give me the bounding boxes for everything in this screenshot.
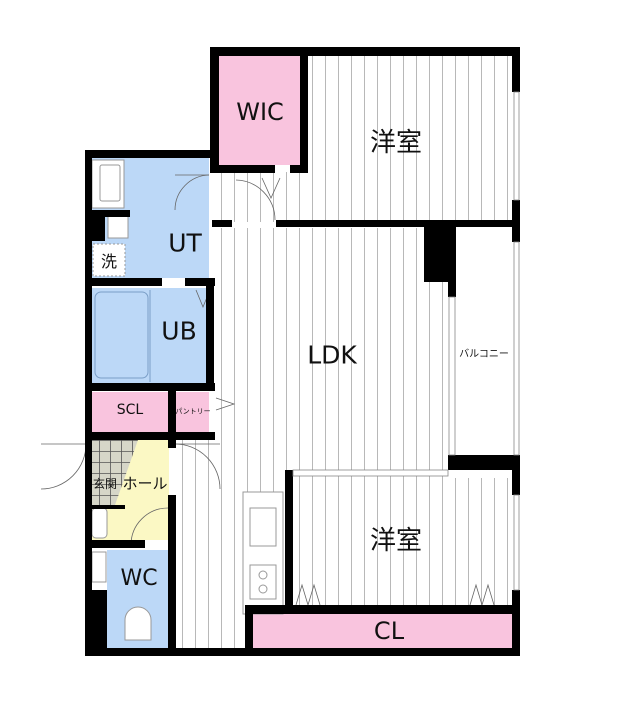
label-hall: ホール xyxy=(122,474,168,493)
label-ut: UT xyxy=(168,228,202,258)
room-cl xyxy=(252,614,512,648)
washbasin-icon xyxy=(91,159,125,209)
label-scl: SCL xyxy=(116,402,144,418)
toilet-icon xyxy=(124,606,152,641)
label-washer: 洗 xyxy=(100,252,118,271)
storage-box xyxy=(107,215,129,239)
label-balcony: バルコニー xyxy=(459,349,509,360)
floor-western1 xyxy=(306,55,512,220)
label-ub: UB xyxy=(161,316,197,346)
label-wic: WIC xyxy=(236,98,284,126)
wc-shelf xyxy=(91,551,107,583)
label-ldk: LDK xyxy=(307,340,357,370)
entrance-tile xyxy=(91,440,138,505)
walls xyxy=(85,47,520,656)
kitchen-counter xyxy=(242,491,284,615)
floor-ldk-corridor xyxy=(175,440,245,650)
label-western2: 洋室 xyxy=(369,526,423,556)
room-pantry xyxy=(176,392,209,432)
bathtub-icon xyxy=(94,291,149,379)
washer-space xyxy=(92,243,126,277)
room-balcony xyxy=(455,240,512,458)
label-entrance: 玄関 xyxy=(92,477,118,491)
floor-wic-passage xyxy=(212,172,307,222)
label-cl: CL xyxy=(373,617,405,645)
windows xyxy=(292,91,520,591)
room-wic xyxy=(218,55,301,165)
label-pantry: パントリー xyxy=(175,407,211,416)
shoe-shelf xyxy=(91,507,108,539)
room-scl xyxy=(91,392,169,432)
label-western1: 洋室 xyxy=(369,128,423,158)
door-swings xyxy=(40,174,495,607)
label-wc: WC xyxy=(120,566,158,591)
